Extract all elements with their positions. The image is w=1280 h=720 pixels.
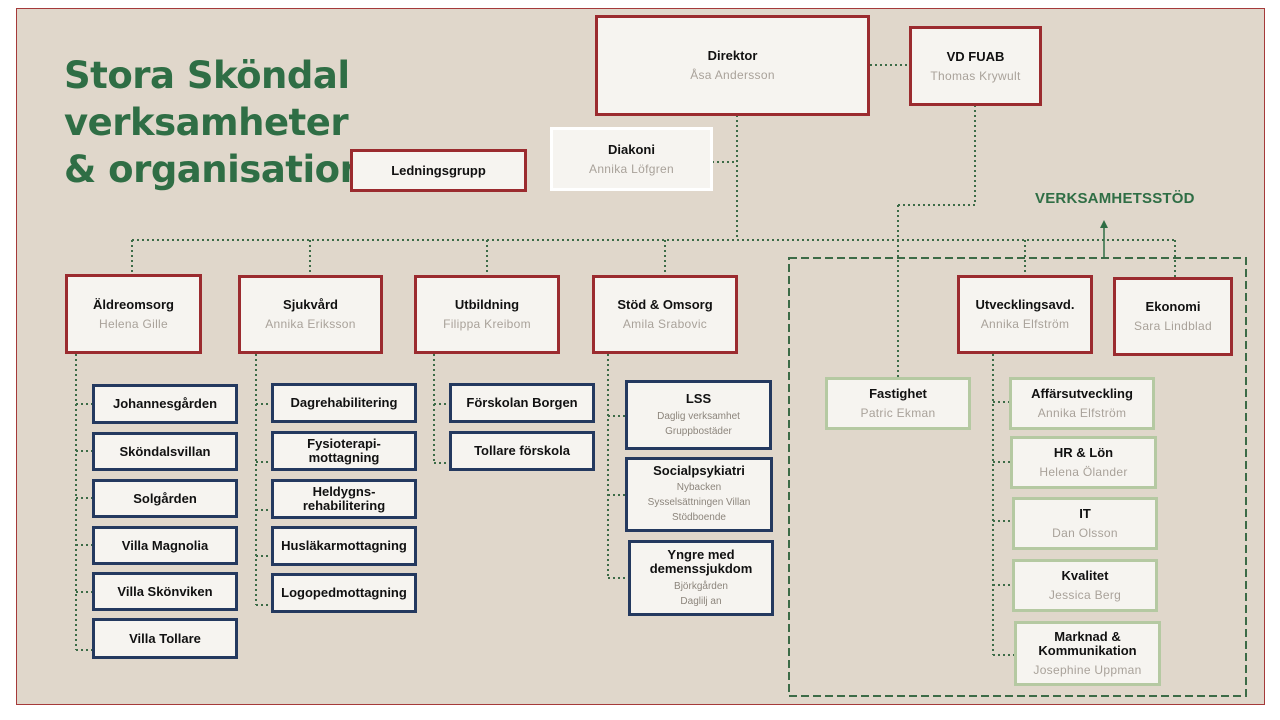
lss-title: LSS <box>685 390 712 406</box>
unit-tollare-forskola[interactable]: Tollare förskola <box>449 431 595 471</box>
yngre-sub-2: Daglilj an <box>680 595 722 607</box>
unit-dagrehabilitering[interactable]: Dagrehabilitering <box>271 383 417 423</box>
yngre-title-line-2: demenssjukdom <box>649 560 753 576</box>
utvecklingsavd-box[interactable]: Utvecklingsavd. Annika Elfström <box>957 275 1093 354</box>
sjukvard-title: Sjukvård <box>283 297 338 312</box>
diakoni-person: Annika Löfgren <box>589 161 674 176</box>
lss-sub-1: Daglig verksamhet <box>657 410 740 422</box>
it-person: Dan Olsson <box>1052 526 1118 540</box>
unit-heldygnsrehabilitering[interactable]: Heldygns- rehabilitering <box>271 479 417 519</box>
affarsutveckling-person: Annika Elfström <box>1037 406 1127 420</box>
direktor-person: Åsa Andersson <box>690 68 775 82</box>
unit-label-line-1: Heldygns- <box>312 484 376 499</box>
vd-title: VD FUAB <box>946 48 1005 64</box>
utvecklingsavd-title: Utvecklingsavd. <box>975 297 1075 312</box>
aldreomsorg-person: Helena Gille <box>99 316 168 331</box>
unit-label: Johannesgården <box>112 396 218 411</box>
unit-johannesgarden[interactable]: Johannesgården <box>92 384 238 424</box>
unit-villa-skonviken[interactable]: Villa Skönviken <box>92 572 238 611</box>
ekonomi-title: Ekonomi <box>1145 299 1201 314</box>
vd-person: Thomas Krywult <box>930 68 1021 83</box>
socialpsykiatri-sub-3: Stödboende <box>672 512 726 523</box>
fastighet-title: Fastighet <box>869 386 927 401</box>
page-title: Stora Sköndal verksamheter & organisatio… <box>64 52 366 193</box>
marknad-title-line-1: Marknad & <box>1054 629 1121 644</box>
socialpsykiatri-sub-2: Sysselsättningen Villan <box>647 497 751 508</box>
kvalitet-title: Kvalitet <box>1061 568 1109 583</box>
unit-label: Sköndalsvillan <box>119 443 211 459</box>
unit-huslakarmottagning[interactable]: Husläkarmottagning <box>271 526 417 566</box>
unit-label-line-1: Fysioterapi- <box>307 436 381 451</box>
kvalitet-person: Jessica Berg <box>1048 588 1122 602</box>
stod-omsorg-box[interactable]: Stöd & Omsorg Amila Srabovic <box>592 275 738 354</box>
hr-lon-title: HR & Lön <box>1053 445 1114 460</box>
utbildning-box[interactable]: Utbildning Filippa Kreibom <box>414 275 560 354</box>
affarsutveckling-title: Affärsutveckling <box>1031 386 1133 401</box>
it-title: IT <box>1079 506 1091 521</box>
ekonomi-box[interactable]: Ekonomi Sara Lindblad <box>1113 277 1233 356</box>
title-line-3: & organisation <box>64 148 366 191</box>
ledningsgrupp-box[interactable]: Ledningsgrupp <box>350 149 527 192</box>
diakoni-title: Diakoni <box>608 141 655 157</box>
unit-label: Logopedmottagning <box>281 585 407 600</box>
utvecklingsavd-person: Annika Elfström <box>980 317 1070 331</box>
hr-lon-person: Helena Ölander <box>1039 465 1128 479</box>
marknad-title-line-2: Kommunikation <box>1038 643 1137 658</box>
sjukvard-box[interactable]: Sjukvård Annika Eriksson <box>238 275 383 354</box>
direktor-title: Direktor <box>707 48 758 63</box>
unit-label: Dagrehabilitering <box>290 395 398 410</box>
affarsutveckling-box[interactable]: Affärsutveckling Annika Elfström <box>1009 377 1155 430</box>
aldreomsorg-title: Äldreomsorg <box>93 296 174 312</box>
socialpsykiatri-title: Socialpsykiatri <box>653 463 745 478</box>
utbildning-title: Utbildning <box>454 297 520 312</box>
marknad-person: Josephine Uppman <box>1033 663 1142 677</box>
unit-yngre-med-demenssjukdom[interactable]: Yngre med demenssjukdom Björkgården Dagl… <box>628 540 774 616</box>
unit-socialpsykiatri[interactable]: Socialpsykiatri Nybacken Sysselsättninge… <box>625 457 773 532</box>
diakoni-box[interactable]: Diakoni Annika Löfgren <box>550 127 713 191</box>
title-line-1: Stora Sköndal <box>64 54 350 97</box>
aldreomsorg-box[interactable]: Äldreomsorg Helena Gille <box>65 274 202 354</box>
socialpsykiatri-sub-1: Nybacken <box>676 482 722 493</box>
vd-fuab-box[interactable]: VD FUAB Thomas Krywult <box>909 26 1042 106</box>
yngre-sub-1: Björkgården <box>674 580 728 592</box>
unit-label: Förskolan Borgen <box>466 395 578 410</box>
unit-label-line-2: rehabilitering <box>302 498 386 513</box>
unit-villa-tollare[interactable]: Villa Tollare <box>92 618 238 659</box>
unit-label: Solgården <box>133 490 197 506</box>
unit-label: Villa Tollare <box>129 630 201 646</box>
unit-label: Tollare förskola <box>474 443 570 458</box>
unit-logopedmottagning[interactable]: Logopedmottagning <box>271 573 417 613</box>
yngre-title-line-1: Yngre med <box>667 546 735 562</box>
it-box[interactable]: IT Dan Olsson <box>1012 497 1158 550</box>
unit-solgarden[interactable]: Solgården <box>92 479 238 518</box>
unit-label: Villa Skönviken <box>117 583 213 599</box>
sjukvard-person: Annika Eriksson <box>265 317 356 331</box>
verksamhetsstod-label: VERKSAMHETSSTÖD <box>1035 190 1195 207</box>
unit-label-line-2: mottagning <box>308 450 380 465</box>
utbildning-person: Filippa Kreibom <box>443 317 531 331</box>
kvalitet-box[interactable]: Kvalitet Jessica Berg <box>1012 559 1158 612</box>
unit-forskolan-borgen[interactable]: Förskolan Borgen <box>449 383 595 423</box>
unit-fysioterapimottagning[interactable]: Fysioterapi- mottagning <box>271 431 417 471</box>
unit-lss[interactable]: LSS Daglig verksamhet Gruppbostäder <box>625 380 772 450</box>
title-line-2: verksamheter <box>64 101 349 144</box>
hr-lon-box[interactable]: HR & Lön Helena Ölander <box>1010 436 1157 489</box>
unit-label: Villa Magnolia <box>121 537 209 553</box>
ledningsgrupp-title: Ledningsgrupp <box>391 162 486 178</box>
lss-sub-2: Gruppbostäder <box>665 425 732 437</box>
direktor-box[interactable]: Direktor Åsa Andersson <box>595 15 870 116</box>
ekonomi-person: Sara Lindblad <box>1134 319 1212 333</box>
unit-villa-magnolia[interactable]: Villa Magnolia <box>92 526 238 565</box>
unit-label: Husläkarmottagning <box>281 538 407 553</box>
unit-skondalsvillan[interactable]: Sköndalsvillan <box>92 432 238 471</box>
fastighet-box[interactable]: Fastighet Patric Ekman <box>825 377 971 430</box>
stod-omsorg-person: Amila Srabovic <box>622 317 708 331</box>
marknad-kommunikation-box[interactable]: Marknad & Kommunikation Josephine Uppman <box>1014 621 1161 686</box>
stod-omsorg-title: Stöd & Omsorg <box>617 297 713 312</box>
fastighet-person: Patric Ekman <box>860 406 936 420</box>
